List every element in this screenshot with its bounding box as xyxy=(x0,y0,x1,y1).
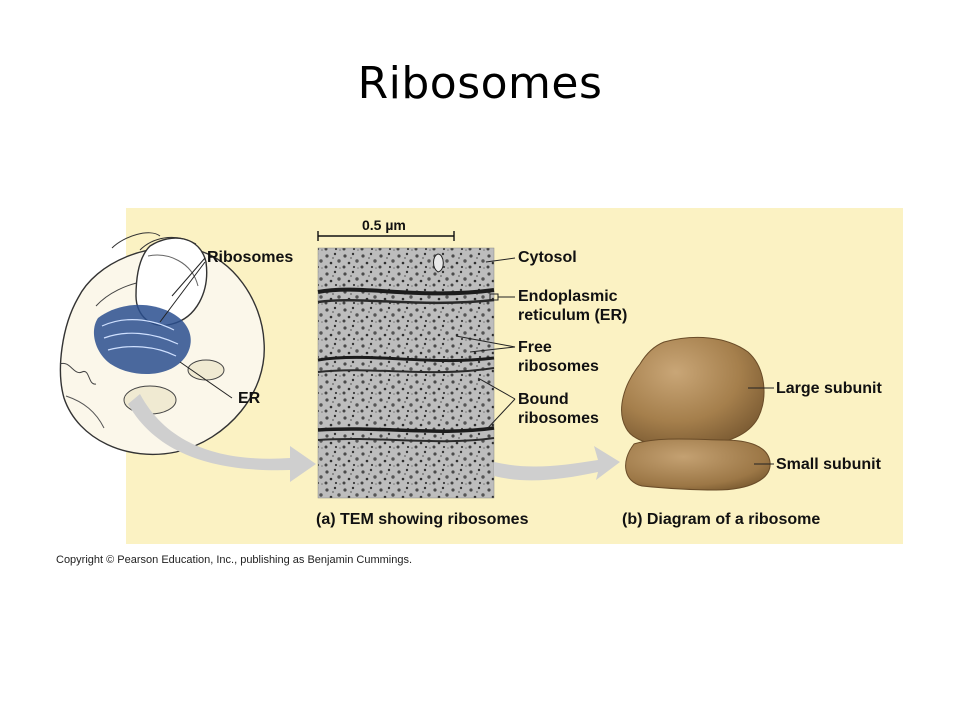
label-large-subunit: Large subunit xyxy=(776,380,882,397)
label-cytosol: Cytosol xyxy=(518,249,577,266)
label-ribosomes-cell: Ribosomes xyxy=(207,249,294,266)
scale-bar-label: 0.5 µm xyxy=(362,217,406,233)
tem-micrograph xyxy=(317,247,495,499)
label-er-cell: ER xyxy=(238,390,261,407)
caption-b: (b) Diagram of a ribosome xyxy=(622,511,821,528)
label-bound-line2: ribosomes xyxy=(518,410,599,427)
arrow-to-ribosome xyxy=(494,446,620,481)
scale-bar xyxy=(317,231,455,241)
slide-title: Ribosomes xyxy=(357,58,603,109)
ribosome-diagram xyxy=(621,336,771,491)
tem-leader-lines xyxy=(455,257,516,431)
small-subunit-shape xyxy=(625,438,771,491)
label-er-line2: reticulum (ER) xyxy=(518,307,628,324)
caption-a: (a) TEM showing ribosomes xyxy=(316,511,529,528)
cell-leader-lines xyxy=(159,257,233,399)
label-bound-line1: Bound xyxy=(518,391,569,408)
copyright-notice: Copyright © Pearson Education, Inc., pub… xyxy=(56,554,413,566)
label-free-line1: Free xyxy=(518,339,552,356)
label-free-line2: ribosomes xyxy=(518,358,599,375)
label-er-line1: Endoplasmic xyxy=(518,288,618,305)
ribosome-leader-lines xyxy=(748,387,774,465)
label-small-subunit: Small subunit xyxy=(776,456,881,473)
arrow-to-tem xyxy=(128,394,316,482)
